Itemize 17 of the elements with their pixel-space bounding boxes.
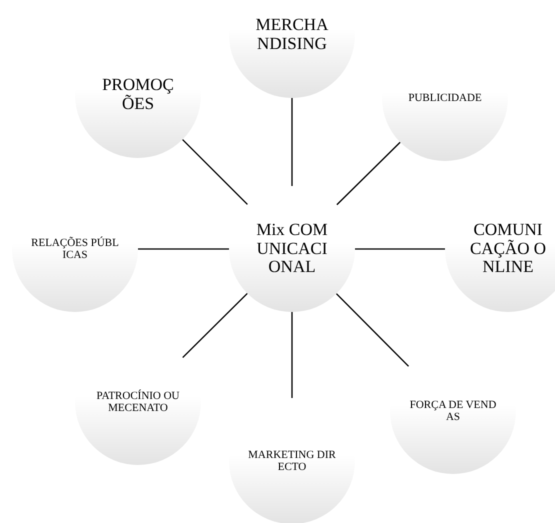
connector-line bbox=[355, 248, 445, 250]
topic-label: PATROCÍNIO OU MECENATO bbox=[95, 390, 181, 414]
topic-label: MERCHANDISING bbox=[254, 16, 330, 54]
connector-line bbox=[291, 312, 293, 398]
connector-line bbox=[182, 292, 248, 358]
connector-line bbox=[138, 248, 229, 250]
connector-line bbox=[336, 293, 410, 367]
connector-line bbox=[336, 142, 401, 206]
topic-label: Mix COMUNICACIONAL bbox=[255, 220, 329, 278]
topic-label: PROMOÇÕES bbox=[101, 76, 175, 114]
topic-label: COMUNICAÇÃO ONLINE bbox=[468, 220, 548, 278]
topic-label: PUBLICIDADE bbox=[407, 92, 483, 104]
connector-line bbox=[182, 139, 248, 205]
topic-label: RELAÇÕES PÚBLICAS bbox=[30, 236, 120, 262]
topic-label: FORÇA DE VENDAS bbox=[408, 398, 498, 424]
topic-label: MARKETING DIRECTO bbox=[247, 448, 337, 474]
connector-line bbox=[291, 98, 293, 186]
